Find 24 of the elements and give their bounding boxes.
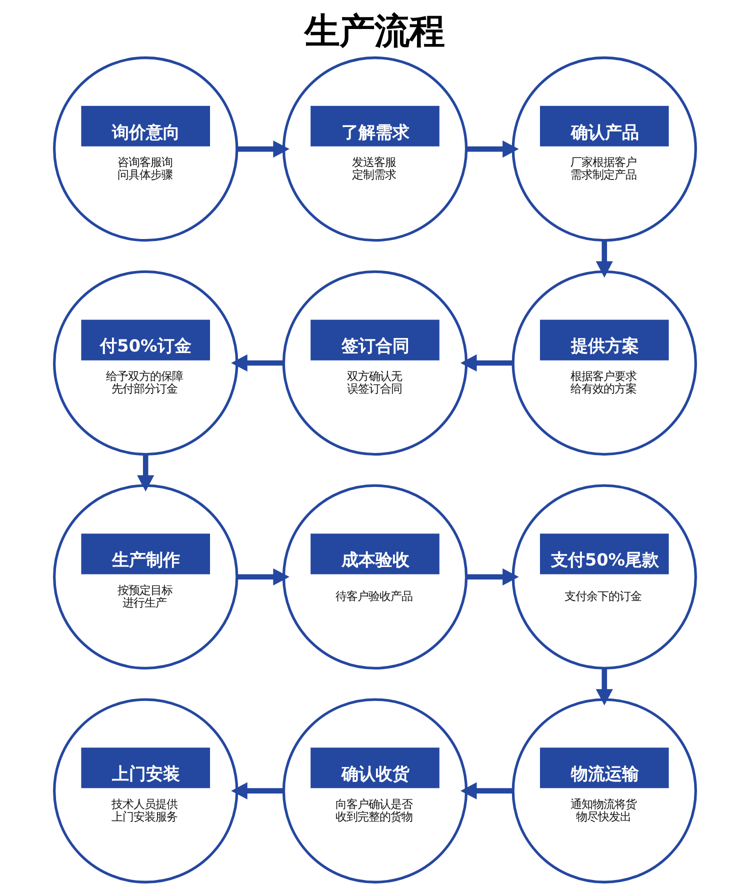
node-circle: 成本验收 待客户验收产品 — [282, 484, 468, 670]
node-circle: 确认收货 向客户确认是否收到完整的货物 — [282, 698, 468, 884]
node-circle: 物流运输 通知物流将货物尽快发出 — [512, 698, 697, 884]
node-circle: 签订合同 双方确认无误签订合同 — [282, 270, 468, 456]
arrow — [236, 568, 290, 586]
node-circle: 上门安装 技术人员提供上门安装服务 — [53, 698, 238, 884]
node-circle: 生产制作 按预定目标进行生产 — [53, 484, 238, 670]
node-circle: 确认产品 厂家根据客户需求制定产品 — [512, 56, 697, 242]
arrow — [466, 568, 519, 586]
arrow — [466, 140, 519, 158]
arrow — [596, 240, 613, 278]
node-circle: 询价意向 咨询客服询问具体步骤 — [53, 56, 238, 242]
arrow — [236, 140, 290, 158]
arrow — [596, 668, 613, 706]
node-circle: 支付50%尾款 支付余下的订金 — [512, 484, 697, 670]
node-circle: 了解需求 发送客服定制需求 — [282, 56, 468, 242]
arrow — [231, 354, 284, 372]
arrow — [137, 454, 154, 492]
node-circle: 提供方案 根据客户要求给有效的方案 — [512, 270, 697, 456]
node-circle: 付50%订金 给予双方的保障先付部分订金 — [53, 270, 238, 456]
arrow — [231, 782, 284, 800]
diagram-title: 生产流程 — [304, 10, 444, 52]
arrow — [460, 354, 514, 372]
arrow — [460, 782, 514, 800]
